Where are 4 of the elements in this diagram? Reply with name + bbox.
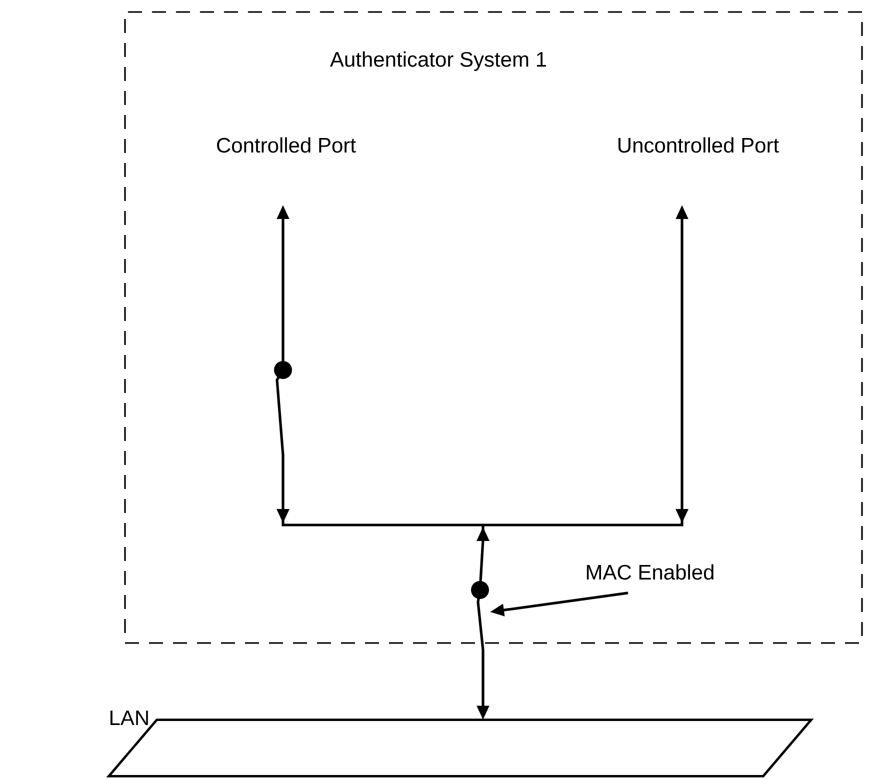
callout-label: MAC Enabled (586, 564, 714, 580)
side-label: LAN (110, 710, 148, 726)
port-label: Controlled Port (217, 137, 356, 153)
port-label: Uncontrolled Port (618, 137, 779, 153)
